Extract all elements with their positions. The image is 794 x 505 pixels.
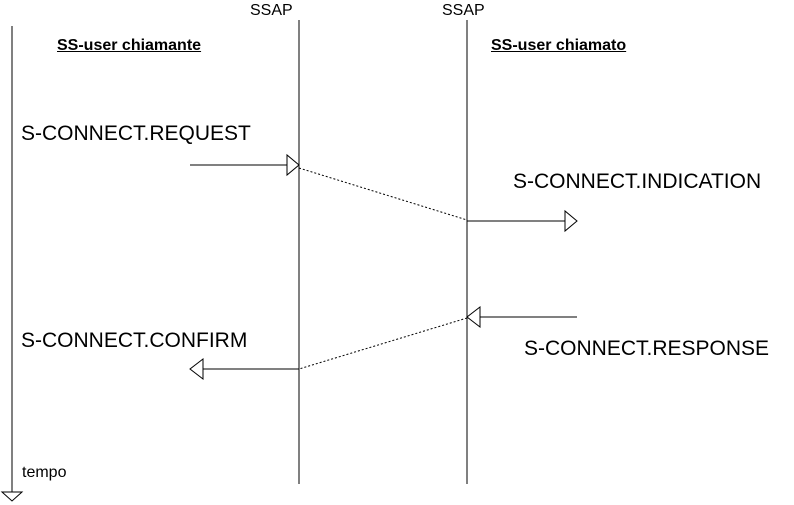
response-arrowhead	[466, 305, 481, 329]
request-label: S-CONNECT.REQUEST	[21, 122, 251, 145]
indication-arrowhead	[564, 209, 578, 233]
time-axis-label: tempo	[22, 464, 67, 481]
confirm-arrowhead	[189, 357, 204, 381]
ssap-right-label: SSAP	[442, 2, 485, 19]
ssap-left-label: SSAP	[250, 2, 293, 19]
called-user-label: SS-user chiamato	[491, 37, 627, 54]
response-transfer-dashed	[298, 317, 468, 370]
calling-user-label: SS-user chiamante	[57, 37, 202, 54]
confirm-label: S-CONNECT.CONFIRM	[21, 329, 248, 352]
request-arrowhead	[286, 153, 300, 177]
response-label: S-CONNECT.RESPONSE	[524, 337, 770, 360]
indication-label: S-CONNECT.INDICATION	[513, 170, 762, 193]
request-transfer-dashed	[298, 167, 468, 221]
time-axis-arrowhead	[0, 491, 24, 502]
